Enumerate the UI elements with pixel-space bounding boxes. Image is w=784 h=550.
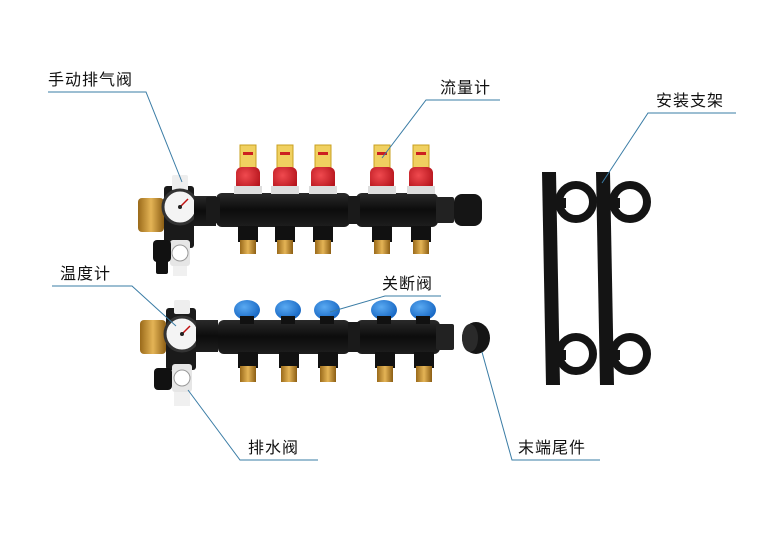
shutoff-valve	[234, 300, 260, 382]
end-cap	[454, 194, 482, 226]
label-thermometer: 温度计	[60, 264, 112, 283]
flow-meter	[234, 144, 262, 254]
label-manual-air-vent: 手动排气阀	[48, 70, 134, 89]
shutoff-valve	[371, 300, 397, 382]
label-end-cap: 末端尾件	[518, 438, 587, 457]
shutoff-valve	[275, 300, 301, 382]
return-manifold	[140, 300, 454, 406]
mounting-bracket	[542, 172, 597, 385]
flow-meter	[407, 144, 435, 254]
flow-meter	[368, 144, 396, 254]
mounting-bracket	[596, 172, 651, 385]
label-shutoff-valve: 关断阀	[382, 274, 434, 293]
end-cap	[462, 322, 490, 354]
supply-manifold	[138, 144, 482, 276]
label-flow-meter: 流量计	[440, 78, 492, 97]
flow-meter	[271, 144, 299, 254]
label-mounting-bracket: 安装支架	[656, 91, 725, 110]
leader-lines	[48, 91, 736, 461]
air-vent-cap	[172, 175, 188, 191]
shutoff-valve	[410, 300, 436, 382]
brass-inlet-nut	[138, 198, 164, 232]
label-drain-valve: 排水阀	[248, 438, 300, 457]
shutoff-valve	[314, 300, 340, 382]
flow-meter	[309, 144, 337, 254]
